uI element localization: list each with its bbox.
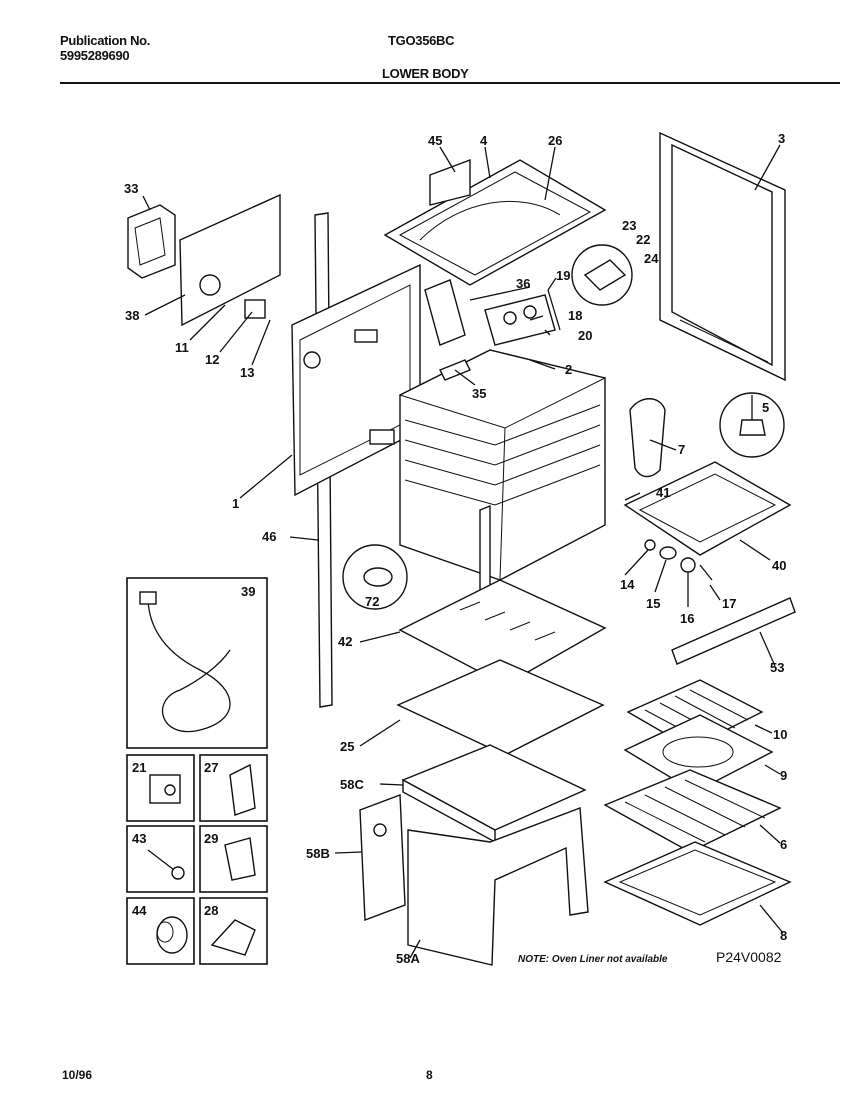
label-58C: 58C bbox=[340, 777, 364, 792]
label-40: 40 bbox=[772, 558, 786, 573]
figure-code: P24V0082 bbox=[716, 949, 782, 965]
box-44 bbox=[126, 897, 195, 965]
label-14: 14 bbox=[620, 577, 635, 592]
label-36: 36 bbox=[516, 276, 530, 291]
detail-5 bbox=[719, 392, 785, 458]
label-18: 18 bbox=[568, 308, 582, 323]
part-4-top-panel bbox=[383, 158, 607, 286]
label-17: 17 bbox=[722, 596, 736, 611]
part-6-rack bbox=[603, 769, 782, 853]
part-58B bbox=[359, 794, 406, 921]
label-20: 20 bbox=[578, 328, 592, 343]
label-16: 16 bbox=[680, 611, 694, 626]
detail-72 bbox=[342, 544, 408, 610]
label-5: 5 bbox=[762, 400, 769, 415]
note-text: NOTE: Oven Liner not available bbox=[518, 954, 668, 965]
section-title: LOWER BODY bbox=[382, 66, 469, 81]
label-39: 39 bbox=[241, 584, 255, 599]
label-24: 24 bbox=[644, 251, 659, 266]
label-10: 10 bbox=[773, 727, 787, 742]
label-12: 12 bbox=[205, 352, 219, 367]
label-23: 23 bbox=[622, 218, 636, 233]
label-53: 53 bbox=[770, 660, 784, 675]
part-2-liner bbox=[398, 349, 607, 606]
detail-23-22-24 bbox=[571, 244, 633, 306]
label-58A: 58A bbox=[396, 951, 420, 966]
label-42: 42 bbox=[338, 634, 352, 649]
label-33: 33 bbox=[124, 181, 138, 196]
label-45: 45 bbox=[428, 133, 442, 148]
label-8: 8 bbox=[780, 928, 787, 943]
part-8-liner bbox=[603, 841, 792, 926]
leader-lines bbox=[142, 144, 784, 959]
publication-label: Publication No. bbox=[60, 33, 151, 48]
parts-14-17 bbox=[644, 539, 713, 581]
label-72: 72 bbox=[365, 594, 379, 609]
part-40-broiler-tray bbox=[623, 461, 792, 556]
box-39-power-cord bbox=[126, 577, 268, 749]
label-22: 22 bbox=[636, 232, 650, 247]
label-6: 6 bbox=[780, 837, 787, 852]
label-58B: 58B bbox=[306, 846, 330, 861]
part-36-valve bbox=[424, 279, 561, 346]
label-9: 9 bbox=[780, 768, 787, 783]
label-28: 28 bbox=[204, 903, 218, 918]
label-26: 26 bbox=[548, 133, 562, 148]
label-27: 27 bbox=[204, 760, 218, 775]
label-29: 29 bbox=[204, 831, 218, 846]
label-4: 4 bbox=[480, 133, 488, 148]
box-29 bbox=[199, 825, 268, 893]
label-43: 43 bbox=[132, 831, 146, 846]
part-33-bracket bbox=[127, 204, 176, 279]
box-43 bbox=[126, 825, 195, 893]
part-58A bbox=[407, 807, 589, 966]
label-44: 44 bbox=[132, 903, 147, 918]
box-27 bbox=[199, 754, 268, 822]
label-46: 46 bbox=[262, 529, 276, 544]
label-35: 35 bbox=[472, 386, 486, 401]
part-58C bbox=[401, 744, 587, 844]
label-15: 15 bbox=[646, 596, 660, 611]
part-25-panel bbox=[396, 659, 605, 756]
part-53-rail bbox=[671, 597, 796, 665]
footer-date: 10/96 bbox=[62, 1068, 93, 1082]
header-rule bbox=[60, 82, 840, 84]
box-28 bbox=[199, 897, 268, 965]
part-labels: 45 4 26 3 33 38 11 12 13 36 19 18 20 23 … bbox=[124, 131, 787, 966]
label-7: 7 bbox=[678, 442, 685, 457]
label-25: 25 bbox=[340, 739, 354, 754]
label-13: 13 bbox=[240, 365, 254, 380]
model-number: TGO356BC bbox=[388, 33, 455, 48]
label-11: 11 bbox=[175, 340, 189, 355]
label-3: 3 bbox=[778, 131, 785, 146]
publication-number: 5995289690 bbox=[60, 48, 130, 63]
label-1: 1 bbox=[232, 496, 239, 511]
footer-page: 8 bbox=[426, 1068, 433, 1082]
box-21 bbox=[126, 754, 195, 822]
part-38-side-panel bbox=[179, 193, 281, 327]
label-2: 2 bbox=[565, 362, 572, 377]
label-38: 38 bbox=[125, 308, 139, 323]
label-41: 41 bbox=[656, 485, 670, 500]
part-7-burner bbox=[629, 398, 666, 478]
part-42-panel bbox=[398, 579, 607, 686]
label-21: 21 bbox=[132, 760, 146, 775]
part-3-frame bbox=[659, 131, 786, 382]
label-19: 19 bbox=[556, 268, 570, 283]
